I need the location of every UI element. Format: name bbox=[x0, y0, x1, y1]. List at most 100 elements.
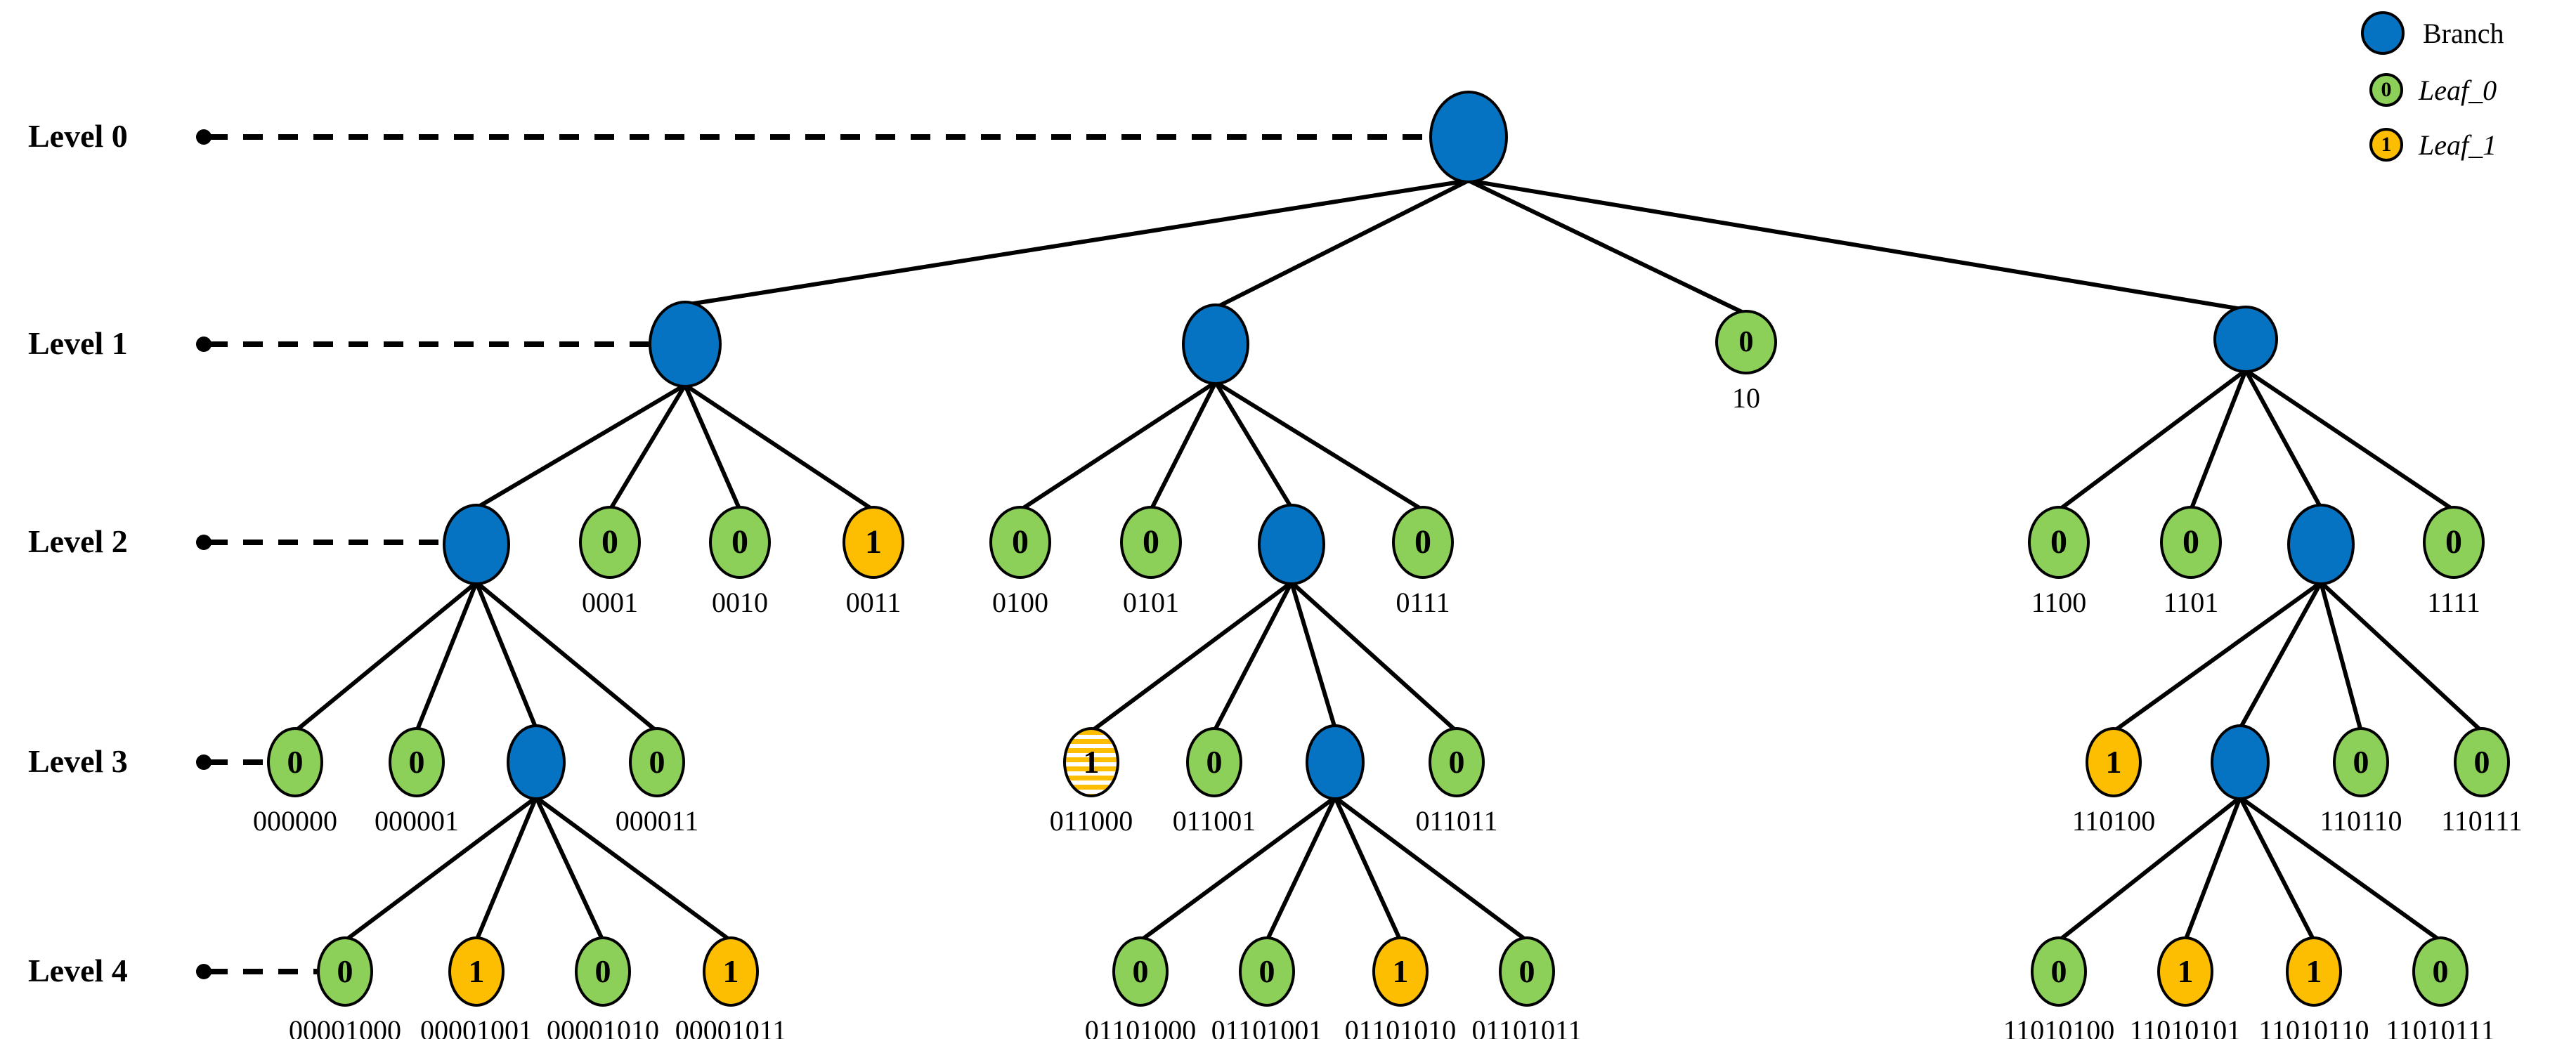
node-code-label-0100: 0100 bbox=[992, 587, 1048, 618]
node-glyph: 0 bbox=[408, 744, 425, 780]
node-code-label-01101010: 01101010 bbox=[1344, 1014, 1457, 1039]
node-glyph: 0 bbox=[337, 953, 353, 989]
tree-node-11010100[interactable]: 0 bbox=[2031, 936, 2087, 1007]
tree-node-110100[interactable]: 1 bbox=[2086, 727, 2142, 797]
node-code-label-01101001: 01101001 bbox=[1211, 1014, 1323, 1039]
tree-node-00001010[interactable]: 0 bbox=[575, 936, 631, 1007]
node-code-label-10: 10 bbox=[1732, 382, 1760, 414]
tree-node-01101011[interactable]: 0 bbox=[1499, 936, 1555, 1007]
node-glyph: 0 bbox=[649, 744, 665, 780]
tree-node-00001001[interactable]: 1 bbox=[448, 936, 505, 1007]
node-code-label-000011: 000011 bbox=[615, 805, 699, 837]
tree-node-011011[interactable]: 0 bbox=[1429, 727, 1485, 797]
node-code-label-1111: 1111 bbox=[2427, 587, 2480, 618]
tree-node-11010101[interactable]: 1 bbox=[2157, 936, 2213, 1007]
tree-node-1101[interactable]: 0 bbox=[2160, 506, 2222, 579]
node-glyph: 0 bbox=[2473, 744, 2490, 780]
node-code-label-110111: 110111 bbox=[2441, 805, 2523, 837]
node-glyph: 0 bbox=[601, 523, 618, 561]
tree-edge bbox=[1149, 380, 1218, 512]
tree-node-L2a0[interactable] bbox=[443, 504, 510, 585]
tree-node-01101010[interactable]: 1 bbox=[1372, 936, 1429, 1007]
node-glyph: 1 bbox=[1392, 953, 1409, 989]
node-glyph: 0 bbox=[1518, 953, 1535, 989]
node-glyph: 1 bbox=[722, 953, 739, 989]
tree-node-0001[interactable]: 0 bbox=[579, 506, 641, 579]
node-code-label-000000: 000000 bbox=[253, 805, 337, 837]
tree-edge bbox=[683, 383, 876, 512]
node-glyph: 0 bbox=[2183, 523, 2199, 561]
node-glyph: 1 bbox=[1083, 744, 1100, 780]
tree-node-L1b[interactable] bbox=[1182, 303, 1249, 385]
tree-node-L2d2[interactable] bbox=[2287, 504, 2355, 585]
tree-node-01101001[interactable]: 0 bbox=[1239, 936, 1295, 1007]
tree-node-0101[interactable]: 0 bbox=[1120, 506, 1182, 579]
tree-node-1100[interactable]: 0 bbox=[2028, 506, 2090, 579]
tree-edge bbox=[683, 383, 742, 512]
tree-node-L3b2[interactable] bbox=[1306, 724, 1365, 800]
node-glyph: 0 bbox=[1414, 523, 1431, 561]
node-glyph: 1 bbox=[468, 953, 485, 989]
level-guide-dot-icon bbox=[196, 535, 212, 550]
tree-node-L1d[interactable] bbox=[2213, 306, 2278, 373]
level-label-4: Level 4 bbox=[28, 953, 128, 988]
level-label-0: Level 0 bbox=[28, 118, 128, 154]
tree-node-00001000[interactable]: 0 bbox=[317, 936, 373, 1007]
node-glyph: 0 bbox=[731, 523, 748, 561]
legend-branch-label: Branch bbox=[2423, 17, 2504, 49]
tree-node-L3d1[interactable] bbox=[2211, 724, 2270, 800]
level-label-3: Level 3 bbox=[28, 743, 128, 779]
node-code-label-0111: 0111 bbox=[1396, 587, 1450, 618]
tree-node-1111[interactable]: 0 bbox=[2423, 506, 2485, 579]
tree-edge bbox=[2057, 368, 2248, 512]
tree-edge bbox=[683, 178, 1471, 307]
tree-node-011001[interactable]: 0 bbox=[1186, 727, 1242, 797]
node-code-label-011000: 011000 bbox=[1049, 805, 1133, 837]
level-label-2: Level 2 bbox=[28, 523, 128, 559]
legend-leaf1-swatch-icon: 1 bbox=[2369, 128, 2403, 162]
legend-leaf0-glyph: 0 bbox=[2381, 78, 2392, 101]
node-glyph: 0 bbox=[1448, 744, 1465, 780]
tree-node-0100[interactable]: 0 bbox=[989, 506, 1051, 579]
node-glyph: 0 bbox=[2050, 523, 2067, 561]
legend-item-branch[interactable]: Branch bbox=[2361, 11, 2504, 55]
node-glyph: 0 bbox=[1143, 523, 1159, 561]
node-glyph: 1 bbox=[2305, 953, 2322, 989]
tree-node-L1a[interactable] bbox=[649, 301, 722, 388]
legend-leaf0-label: Leaf_0 bbox=[2419, 74, 2497, 106]
legend-item-leaf0[interactable]: 0 Leaf_0 bbox=[2369, 73, 2497, 107]
tree-edge bbox=[1466, 178, 2248, 312]
tree-node-00001011[interactable]: 1 bbox=[703, 936, 759, 1007]
tree-node-01101000[interactable]: 0 bbox=[1112, 936, 1169, 1007]
node-code-label-011011: 011011 bbox=[1415, 805, 1498, 837]
tree-node-root[interactable] bbox=[1429, 91, 1508, 183]
tree-node-0010[interactable]: 0 bbox=[709, 506, 771, 579]
tree-node-L2b2[interactable] bbox=[1258, 504, 1325, 585]
node-code-label-00001000: 00001000 bbox=[289, 1014, 401, 1039]
tree-edge bbox=[608, 383, 687, 512]
tree-node-L3a2[interactable] bbox=[507, 724, 566, 800]
tree-node-000000[interactable]: 0 bbox=[267, 727, 323, 797]
node-glyph: 1 bbox=[2105, 744, 2122, 780]
tree-node-11010110[interactable]: 1 bbox=[2286, 936, 2342, 1007]
tree-edge bbox=[474, 383, 687, 510]
tree-node-011000[interactable]: 1 bbox=[1063, 727, 1119, 797]
legend-item-leaf1[interactable]: 1 Leaf_1 bbox=[2369, 128, 2497, 162]
node-glyph: 0 bbox=[1258, 953, 1275, 989]
tree-node-11010111[interactable]: 0 bbox=[2412, 936, 2468, 1007]
node-glyph: 0 bbox=[287, 744, 304, 780]
level-guide-dot-icon bbox=[196, 336, 212, 352]
legend-leaf1-glyph: 1 bbox=[2381, 133, 2392, 156]
node-glyph: 0 bbox=[2050, 953, 2067, 989]
tree-node-110110[interactable]: 0 bbox=[2333, 727, 2389, 797]
level-guide-dot-icon bbox=[196, 129, 212, 145]
node-glyph: 0 bbox=[2353, 744, 2369, 780]
tree-node-10[interactable]: 0 bbox=[1715, 310, 1777, 374]
tree-node-000001[interactable]: 0 bbox=[389, 727, 445, 797]
node-glyph: 0 bbox=[1738, 326, 1754, 358]
tree-node-000011[interactable]: 0 bbox=[629, 727, 685, 797]
tree-node-0011[interactable]: 1 bbox=[843, 506, 904, 579]
tree-node-0111[interactable]: 0 bbox=[1392, 506, 1454, 579]
tree-node-110111[interactable]: 0 bbox=[2454, 727, 2510, 797]
tree-edge bbox=[2244, 368, 2323, 510]
